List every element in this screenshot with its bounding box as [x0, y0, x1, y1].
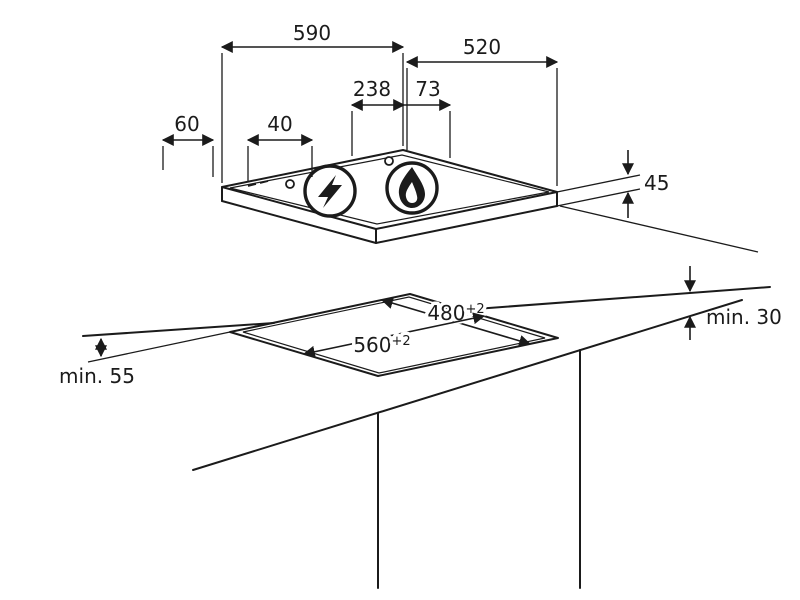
- hob-thickness-edges: [221, 186, 558, 244]
- flame-icon-hole: [405, 182, 418, 203]
- ignition-mark-center: [384, 156, 394, 166]
- lightning-icon: [318, 175, 342, 208]
- dim-rear-clearance-label: min. 55: [59, 364, 135, 388]
- dim-height-label: 45: [644, 171, 669, 195]
- electric-burner-symbol: [303, 164, 357, 218]
- cutout-inner-edge: [242, 296, 546, 374]
- hob-dimensions: 590 520 238 73 60 40 45: [161, 21, 669, 218]
- cutout-outline: [229, 293, 559, 377]
- dim-edge-offset-label: 60: [174, 112, 199, 136]
- dim-control-offset-label: 40: [267, 112, 292, 136]
- alignment-line: [559, 205, 759, 253]
- dim-ignition-offset-label: 73: [415, 77, 440, 101]
- dim-hob-width-label: 590: [293, 21, 331, 45]
- hob-top-view: [221, 149, 759, 253]
- worktop-view: [82, 286, 771, 589]
- dim-cutout-width-label: 560+2: [353, 333, 410, 357]
- ignition-mark-left: [285, 179, 295, 189]
- dim-hob-depth-label: 520: [463, 35, 501, 59]
- worktop-rear-edge-left: [82, 322, 275, 337]
- gas-burner-symbol: [385, 161, 439, 215]
- dim-thickness-label: min. 30: [706, 305, 782, 329]
- control-marks: [247, 156, 394, 189]
- dim-burner-offset-label: 238: [353, 77, 391, 101]
- cutout-dimensions: 480+2 560+2 min. 55 min. 30: [59, 266, 782, 388]
- worktop-front-edge: [192, 299, 743, 471]
